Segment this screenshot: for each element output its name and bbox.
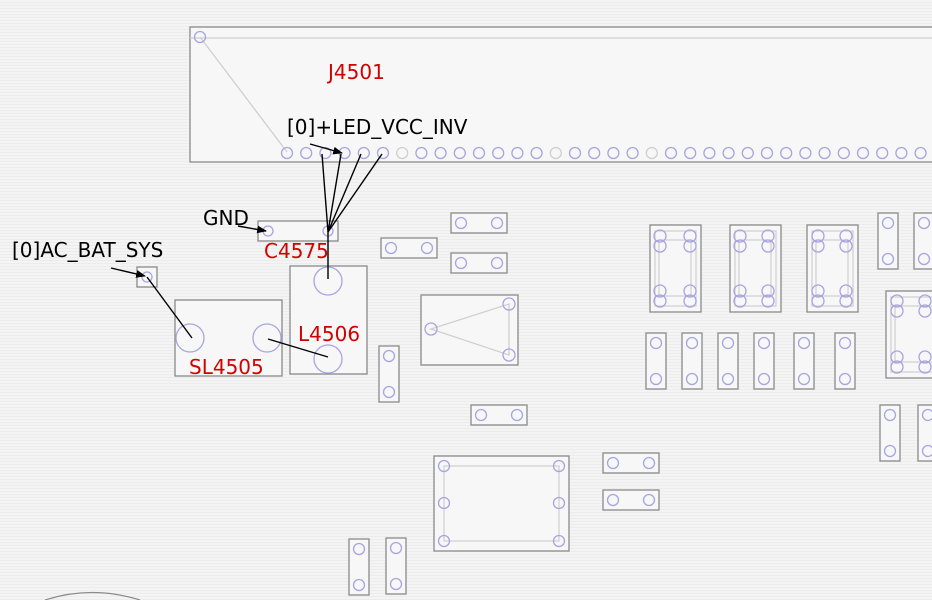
- connector-pin: [434, 146, 447, 160]
- connector-pin: [280, 146, 294, 160]
- component-l4506[interactable]: [289, 265, 368, 375]
- net-leader-gnd: [237, 225, 267, 234]
- connector-pin: [684, 146, 697, 160]
- component-4pad[interactable]: [885, 290, 932, 379]
- net-label-ac-bat-sys: [0]AC_BAT_SYS: [12, 238, 163, 262]
- component-2pad[interactable]: [602, 489, 660, 511]
- refdes-l4506: L4506: [298, 322, 360, 346]
- component-outline-partial: [44, 591, 141, 600]
- component-2pad[interactable]: [793, 332, 815, 390]
- component-sl4505[interactable]: [174, 299, 283, 377]
- connector-pin-row: [280, 146, 927, 160]
- connector-pin: [664, 146, 678, 160]
- connector-pin: [492, 146, 505, 160]
- connector-pin: [300, 146, 313, 160]
- net-leader-sl4505-l4506: [267, 338, 329, 358]
- component-2pad-row: [645, 332, 856, 390]
- component-2pad[interactable]: [470, 404, 528, 426]
- connector-pin: [568, 146, 582, 160]
- component-2pad[interactable]: [917, 404, 932, 462]
- component-2pad[interactable]: [380, 237, 438, 259]
- component-2pad[interactable]: [913, 212, 932, 270]
- connector-pin: [626, 146, 639, 160]
- component-2pad[interactable]: [378, 345, 400, 403]
- connector-pin: [511, 146, 524, 160]
- refdes-c4575: C4575: [264, 239, 329, 263]
- connector-pin: [818, 146, 831, 160]
- connector-pin: [549, 146, 562, 160]
- refdes-sl4505: SL4505: [189, 355, 264, 379]
- connector-pin: [357, 146, 370, 160]
- component-2pad[interactable]: [385, 537, 407, 595]
- refdes-j4501: J4501: [326, 60, 385, 84]
- connector-pin: [914, 146, 927, 160]
- connector-pin: [780, 146, 793, 160]
- component-2pad[interactable]: [834, 332, 856, 390]
- connector-pin: [588, 146, 601, 160]
- component-2pad[interactable]: [879, 404, 901, 462]
- connector-pin: [722, 146, 735, 160]
- component-2pad[interactable]: [348, 538, 370, 596]
- connector-j4501[interactable]: [189, 26, 932, 163]
- connector-pin: [799, 146, 812, 160]
- component-2pad[interactable]: [645, 332, 667, 390]
- net-label-led-vcc-inv: [0]+LED_VCC_INV: [287, 115, 468, 139]
- connector-pin: [415, 146, 428, 160]
- component-6pad[interactable]: [433, 455, 570, 552]
- component-2pad[interactable]: [450, 252, 508, 274]
- component-4pad[interactable]: [649, 224, 702, 313]
- component-3pad-transistor[interactable]: [420, 294, 519, 366]
- net-label-gnd: GND: [203, 206, 249, 230]
- connector-pin: [645, 146, 658, 160]
- connector-pin: [703, 146, 716, 160]
- component-4pad[interactable]: [729, 224, 782, 313]
- connector-pin: [760, 146, 774, 160]
- connector-pin: [472, 146, 486, 160]
- connector-pin: [856, 146, 870, 160]
- connector-pin: [530, 146, 543, 160]
- net-leader-ac-bat-sys-trace: [146, 276, 193, 339]
- connector-pin: [607, 146, 620, 160]
- connector-pin: [319, 146, 332, 160]
- connector-pin: [837, 146, 850, 160]
- component-2pad[interactable]: [681, 332, 703, 390]
- connector-pin: [376, 146, 390, 160]
- connector-pin: [876, 146, 889, 160]
- component-2pad[interactable]: [602, 452, 660, 474]
- net-leaders-led-vcc: [309, 143, 383, 279]
- component-2pad[interactable]: [717, 332, 739, 390]
- connector-pin: [741, 146, 754, 160]
- connector-pin: [895, 146, 908, 160]
- component-c4575[interactable]: [257, 220, 339, 242]
- connector-pin: [396, 146, 409, 160]
- component-2pad[interactable]: [877, 212, 899, 270]
- component-4pad[interactable]: [806, 224, 859, 313]
- net-leader-ac-bat-sys: [110, 267, 146, 278]
- connector-pin: [453, 146, 466, 160]
- component-2pad[interactable]: [753, 332, 775, 390]
- component-2pad[interactable]: [450, 212, 508, 234]
